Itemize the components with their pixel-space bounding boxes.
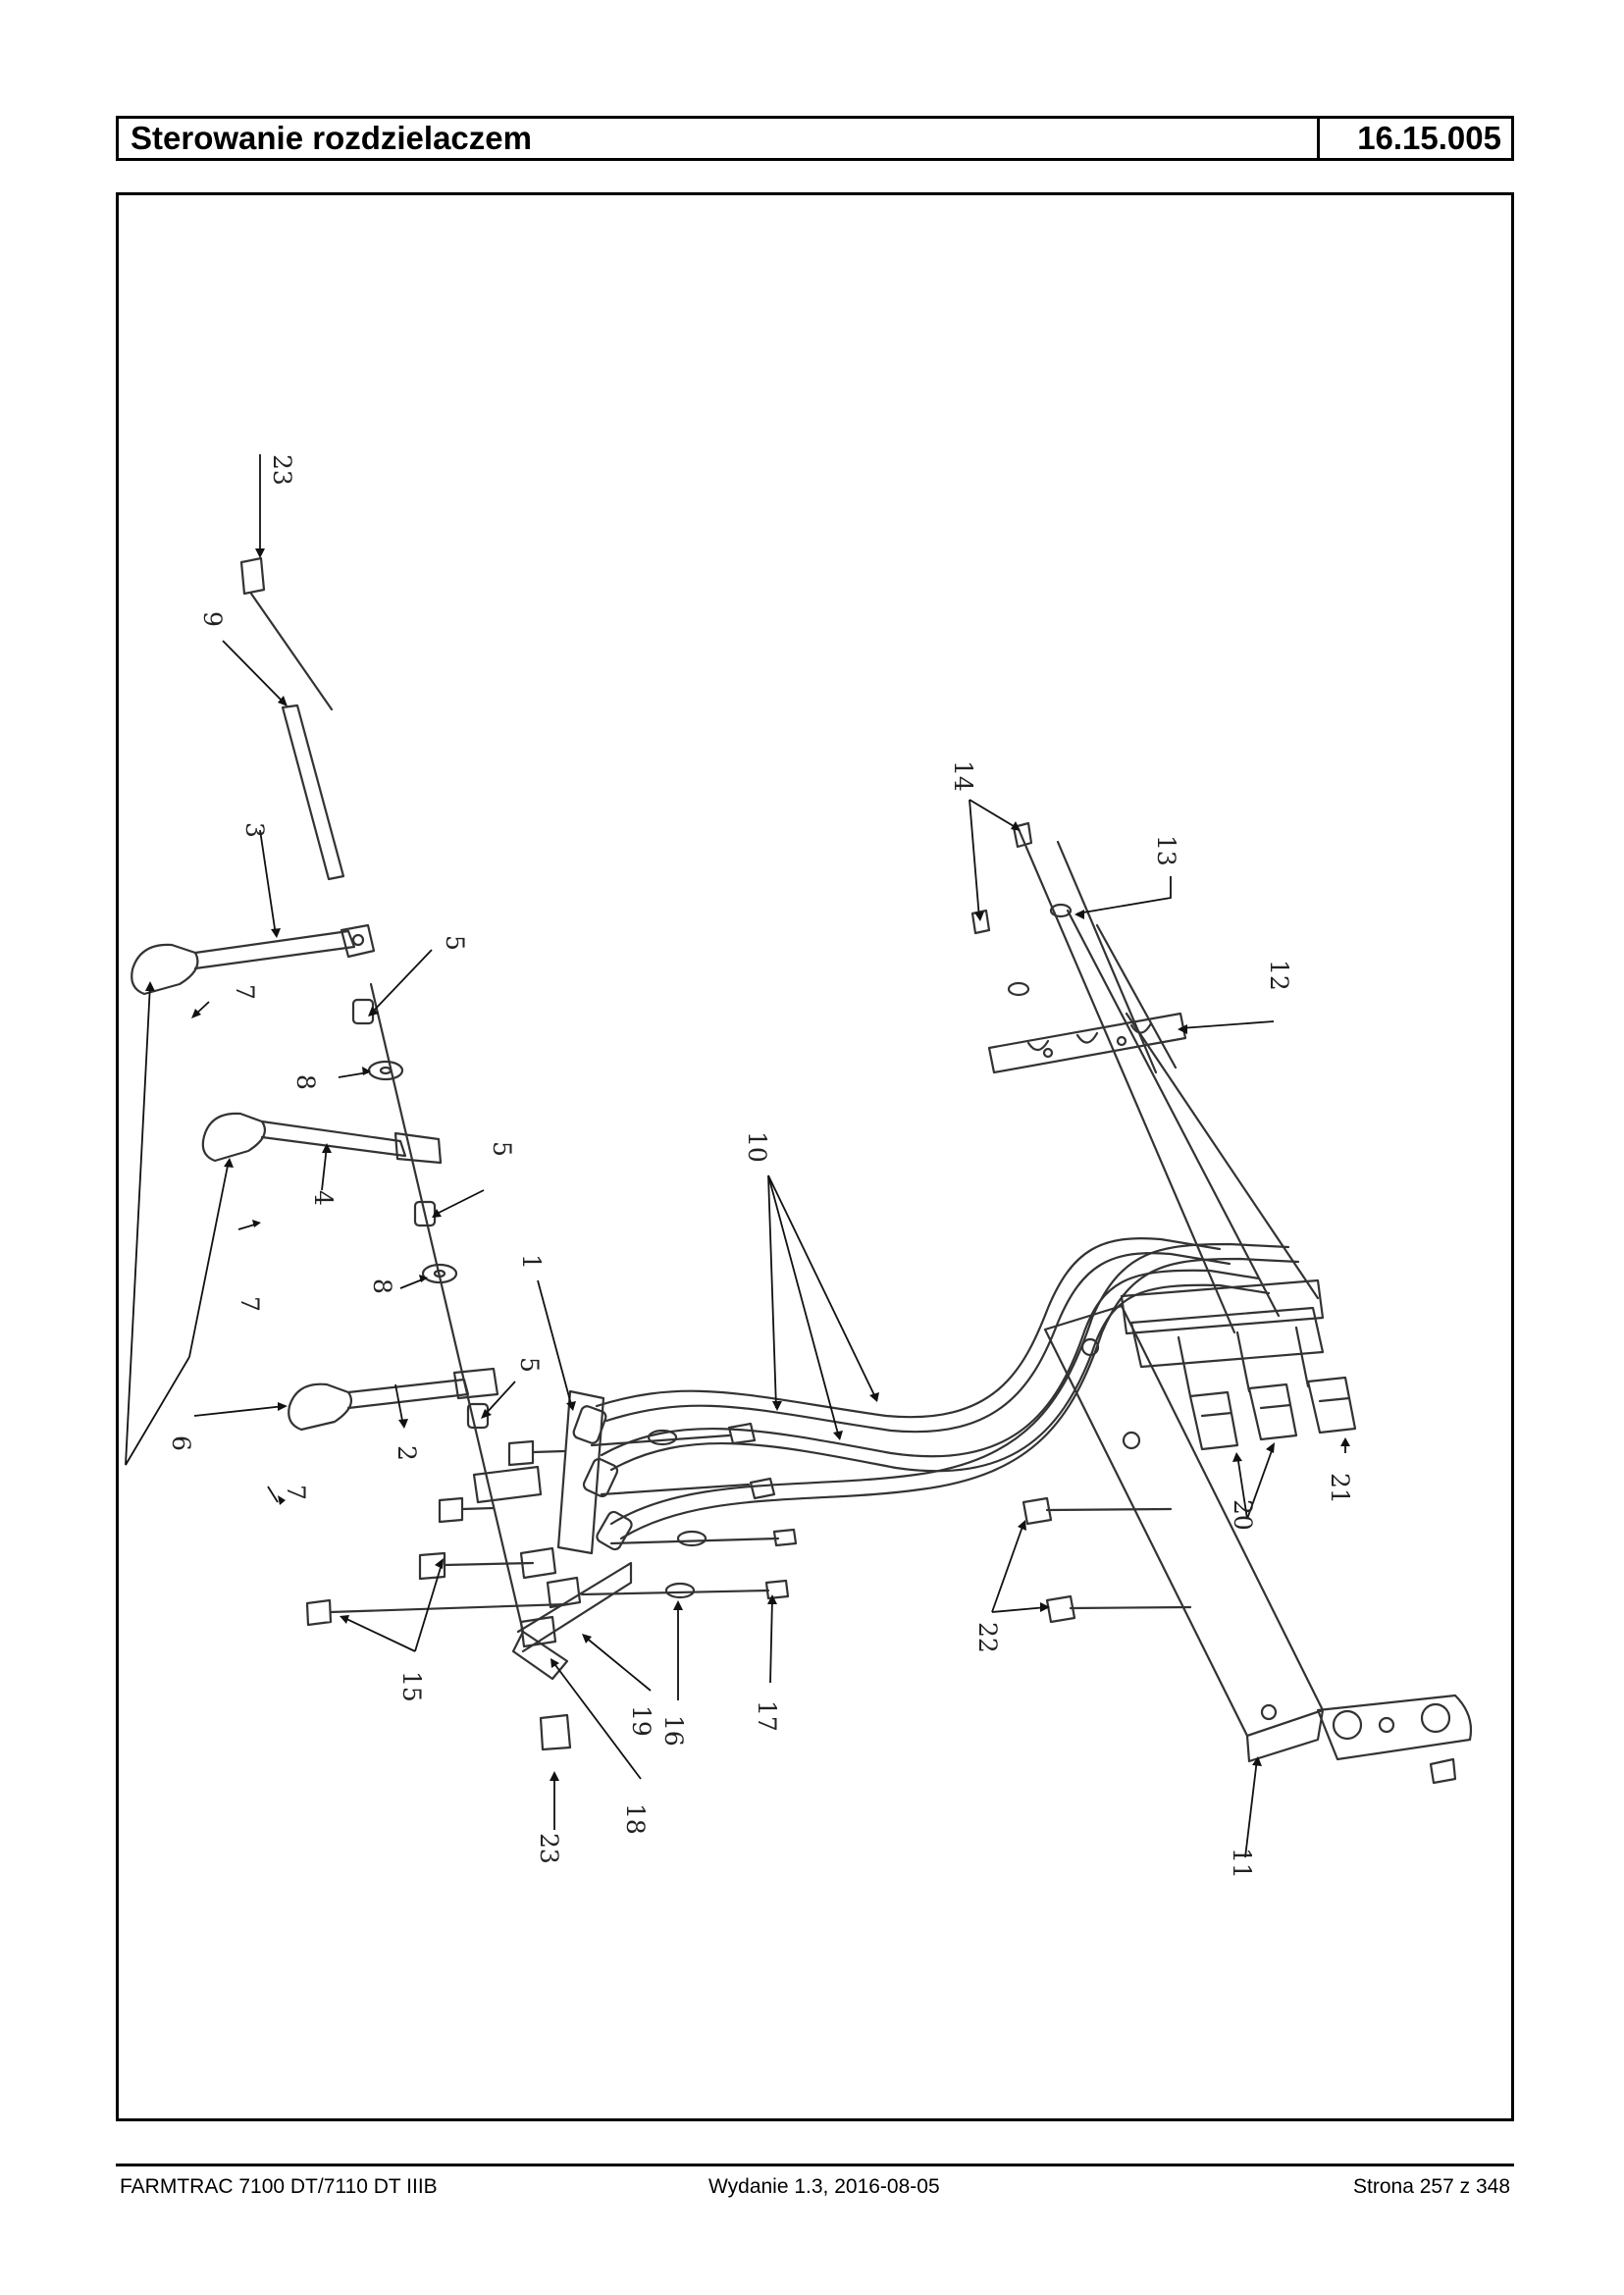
callout-8-mid: 8 [368,1278,396,1294]
callout-15: 15 [397,1671,426,1702]
callout-9: 9 [198,611,227,627]
callout-3: 4 [309,1190,338,1206]
callout-12: 12 [1265,960,1293,991]
callout-23-top: 23 [268,454,296,486]
callout-18: 18 [621,1803,650,1835]
callout-5-top: 5 [441,935,469,951]
callout-14: 14 [949,760,977,792]
callout-20: 20 [1229,1499,1257,1531]
callout-17: 17 [753,1700,781,1732]
callout-16: 16 [659,1715,688,1747]
callout-22: 22 [973,1622,1002,1653]
footer-edition: Wydanie 1.3, 2016-08-05 [708,2175,940,2198]
callout-23-bottom: 23 [535,1833,563,1864]
callout-5-low: 5 [515,1357,544,1373]
callout-10: 10 [743,1131,771,1163]
callout-7-top: 7 [231,984,259,1000]
callout-4: 3 [240,822,269,838]
footer-divider [116,2164,1514,2166]
page-header: Sterowanie rozdzielaczem 16.15.005 [116,116,1514,161]
callout-7-low: 7 [282,1485,310,1500]
callout-1: 1 [517,1254,546,1270]
section-code: 16.15.005 [1317,119,1511,158]
callout-8-top: 8 [291,1074,320,1090]
callout-7-mid: 7 [236,1296,264,1312]
callout-13: 13 [1152,835,1180,866]
callout-19: 19 [627,1705,655,1737]
callout-6: 6 [167,1435,195,1451]
footer-page-number: Strona 257 z 348 [1353,2175,1510,2198]
exploded-diagram-frame: 23 9 3 5 7 8 4 5 7 8 1 5 2 6 7 10 15 23 … [116,192,1514,2121]
exploded-parts-diagram: 23 9 3 5 7 8 4 5 7 8 1 5 2 6 7 10 15 23 … [125,454,1473,1879]
footer-model: FARMTRAC 7100 DT/7110 DT IIIB [120,2175,438,2198]
callout-21: 21 [1326,1473,1354,1504]
page-title: Sterowanie rozdzielaczem [131,120,532,156]
callout-5-mid: 5 [488,1141,516,1157]
page-footer: FARMTRAC 7100 DT/7110 DT IIIB Wydanie 1.… [116,2172,1514,2202]
callout-11: 11 [1228,1848,1256,1879]
callout-2: 2 [393,1445,421,1461]
